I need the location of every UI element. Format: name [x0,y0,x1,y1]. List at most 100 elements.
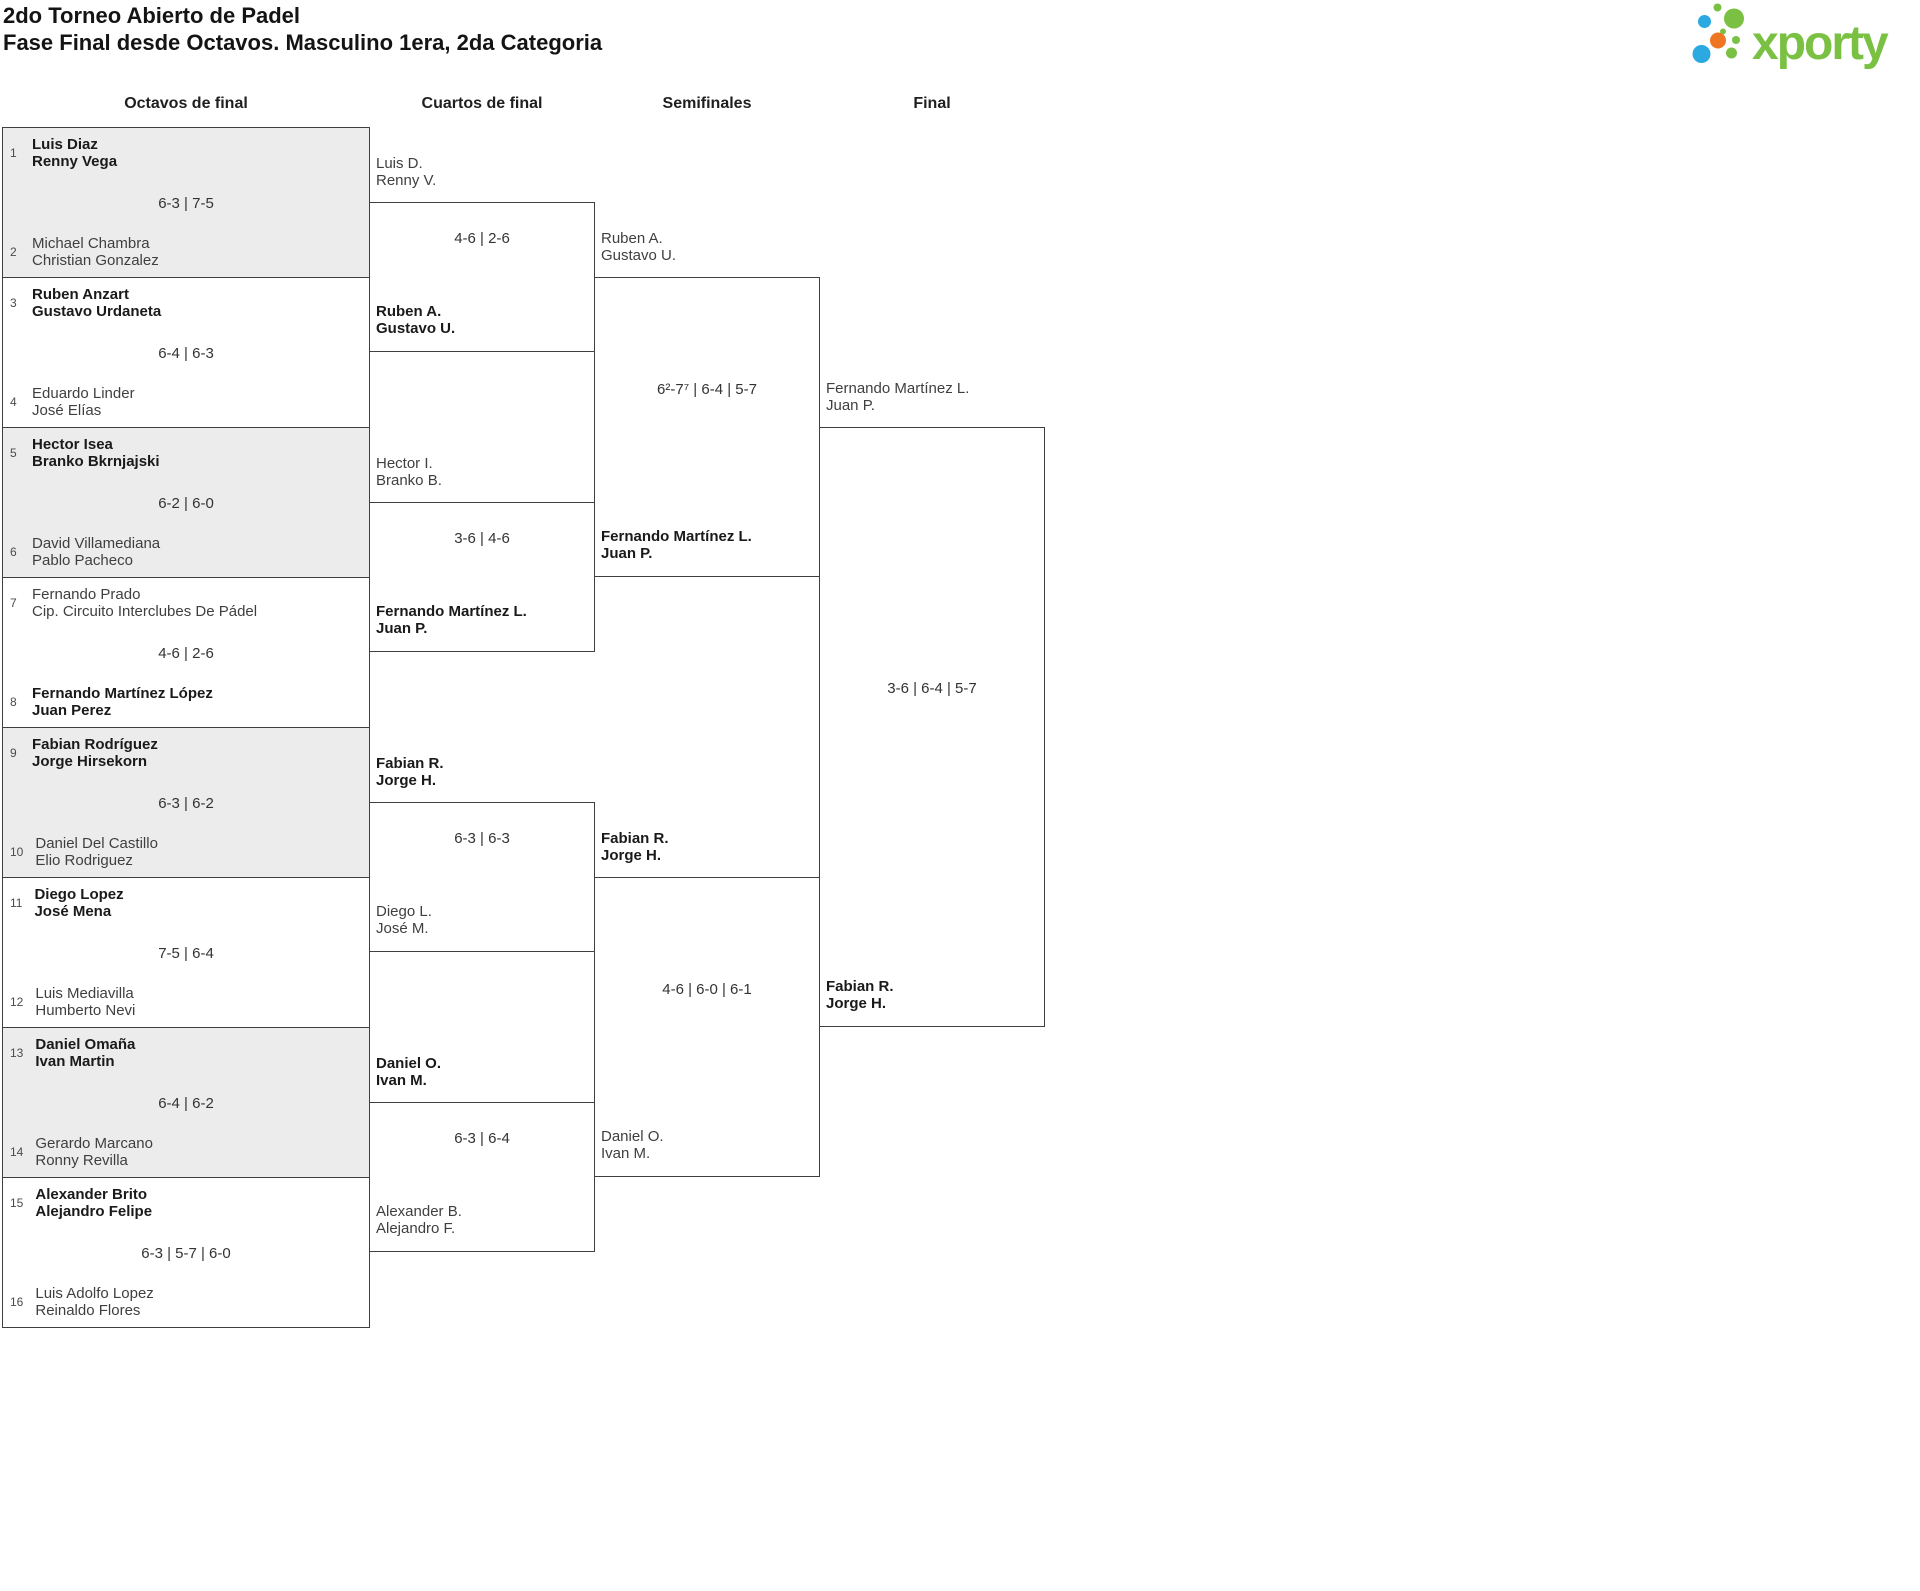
match-score: 4-6 | 2-6 [158,644,214,662]
player-name: Jorge H. [601,847,662,864]
match-score: 6-3 | 6-4 [454,1130,510,1147]
team-names: Michael Chambra Christian Gonzalez [32,235,159,269]
seed-number: 6 [10,545,17,559]
match-cuartos-2: Hector I. Branko B. 3-6 | 4-6 Fernando M… [369,455,595,652]
match-team-top: 11 Diego Lopez José Mena [10,886,363,920]
match-score: 6-3 | 7-5 [158,194,214,212]
seed-number: 3 [10,296,17,310]
match-team-top: 1 Luis Diaz Renny Vega [10,136,363,170]
match-team-bottom: 4 Eduardo Linder José Elías [10,385,363,419]
team-names: Diego Lopez José Mena [34,886,123,920]
seed-number: 5 [10,446,17,460]
seed-number: 4 [10,395,17,409]
player-name: Ruben A. [601,230,663,247]
player-name: Pablo Pacheco [32,552,133,569]
team-names: Ruben Anzart Gustavo Urdaneta [32,286,161,320]
seed-number: 12 [10,995,24,1009]
match-team-bottom: 10 Daniel Del Castillo Elio Rodriguez [10,835,363,869]
match-semifinal-1: Ruben A. Gustavo U. 6²-7⁷ | 6-4 | 5-7 Fe… [594,230,820,577]
match-team-top: 15 Alexander Brito Alejandro Felipe [10,1186,363,1220]
match-octavos-1: 1 Luis Diaz Renny Vega 6-3 | 7-5 2 Micha… [2,127,370,278]
player-name: Eduardo Linder [32,385,135,402]
logo-dot [1710,32,1726,49]
player-name: Christian Gonzalez [32,252,159,269]
player-name: Diego Lopez [34,886,124,903]
team-label: Diego L. José M. [376,903,432,937]
team-names: Fabian Rodríguez Jorge Hirsekorn [32,736,158,770]
team-label: Daniel O. Ivan M. [601,1128,664,1162]
seed-number: 14 [10,1145,24,1159]
match-octavos-7: 13 Daniel Omaña Ivan Martin 6-4 | 6-2 14… [2,1027,370,1178]
player-name: Gustavo Urdaneta [32,303,162,320]
team-label: Fernando Martínez L. Juan P. [826,380,969,414]
match-team-bottom: 16 Luis Adolfo Lopez Reinaldo Flores [10,1285,363,1319]
team-label: Fabian R. Jorge H. [376,755,444,789]
match-team-bottom: 2 Michael Chambra Christian Gonzalez [10,235,363,269]
player-name: Juan P. [376,620,428,637]
team-names: Fernando Martínez López Juan Perez [32,685,213,719]
match-team-top: 5 Hector Isea Branko Bkrnjajski [10,436,363,470]
match-team-top: 7 Fernando Prado Cip. Circuito Interclub… [10,586,363,620]
player-name: Juan P. [826,397,875,414]
player-name: Fabian R. [601,830,669,847]
xporty-logo[interactable]: xporty [1690,0,1918,70]
player-name: Alexander Brito [35,1186,148,1203]
match-team-bottom: 8 Fernando Martínez López Juan Perez [10,685,363,719]
player-name: Juan P. [601,545,653,562]
player-name: Daniel Del Castillo [35,835,158,852]
logo-dot [1692,45,1711,63]
seed-number: 15 [10,1196,24,1210]
match-octavos-8: 15 Alexander Brito Alejandro Felipe 6-3 … [2,1177,370,1328]
team-label: Fabian R. Jorge H. [601,830,669,864]
player-name: Ruben A. [376,303,442,320]
player-name: Cip. Circuito Interclubes De Pádel [32,603,258,620]
match-score: 4-6 | 2-6 [454,230,510,247]
team-label: Fernando Martínez L. Juan P. [601,528,752,562]
match-semifinal-2: Fabian R. Jorge H. 4-6 | 6-0 | 6-1 Danie… [594,830,820,1177]
logo-dot [1732,36,1740,44]
player-name: Michael Chambra [32,235,150,252]
match-team-bottom: 14 Gerardo Marcano Ronny Revilla [10,1135,363,1169]
logo-dot [1698,15,1711,28]
tournament-title-block: 2do Torneo Abierto de Padel Fase Final d… [3,2,602,56]
seed-number: 9 [10,746,17,760]
team-names: Gerardo Marcano Ronny Revilla [35,1135,153,1169]
player-name: Fernando Martínez L. [376,603,527,620]
player-name: Alejandro Felipe [35,1203,153,1220]
match-team-bottom: 6 David Villamediana Pablo Pacheco [10,535,363,569]
player-name: Daniel O. [376,1055,442,1072]
team-names: Eduardo Linder José Elías [32,385,135,419]
team-label: Luis D. Renny V. [376,155,436,189]
match-cuartos-1: Luis D. Renny V. 4-6 | 2-6 Ruben A. Gust… [369,155,595,352]
player-name: Ruben Anzart [32,286,129,303]
round-header-cuartos: Cuartos de final [421,95,543,112]
seed-number: 10 [10,845,24,859]
team-names: Hector Isea Branko Bkrnjajski [32,436,160,470]
match-score: 6-3 | 6-2 [158,794,214,812]
player-name: Fernando Martínez López [32,685,213,702]
match-score: 6-4 | 6-3 [158,344,214,362]
player-name: Ivan M. [601,1145,651,1162]
match-score: 6-4 | 6-2 [158,1094,214,1112]
logo-dot [1713,3,1722,12]
match-octavos-4: 7 Fernando Prado Cip. Circuito Interclub… [2,577,370,728]
logo-dot [1724,8,1744,29]
player-name: Jorge H. [826,995,887,1012]
player-name: Elio Rodriguez [35,852,133,869]
player-name: Humberto Nevi [35,1002,136,1019]
match-score: 3-6 | 6-4 | 5-7 [887,680,977,697]
team-label: Ruben A. Gustavo U. [376,303,455,337]
match-score: 6-3 | 6-3 [454,830,510,847]
player-name: Gustavo U. [376,320,456,337]
match-team-top: 3 Ruben Anzart Gustavo Urdaneta [10,286,363,320]
seed-number: 8 [10,695,17,709]
match-team-top: 9 Fabian Rodríguez Jorge Hirsekorn [10,736,363,770]
team-names: Luis Mediavilla Humberto Nevi [35,985,135,1019]
logo-dot [1726,47,1737,59]
player-name: Fabian R. [376,755,444,772]
player-name: Fernando Prado [32,586,141,603]
team-label: Alexander B. Alejandro F. [376,1203,462,1237]
team-names: David Villamediana Pablo Pacheco [32,535,160,569]
tournament-subtitle: Fase Final desde Octavos. Masculino 1era… [3,30,603,55]
match-cuartos-3: Fabian R. Jorge H. 6-3 | 6-3 Diego L. Jo… [369,755,595,952]
